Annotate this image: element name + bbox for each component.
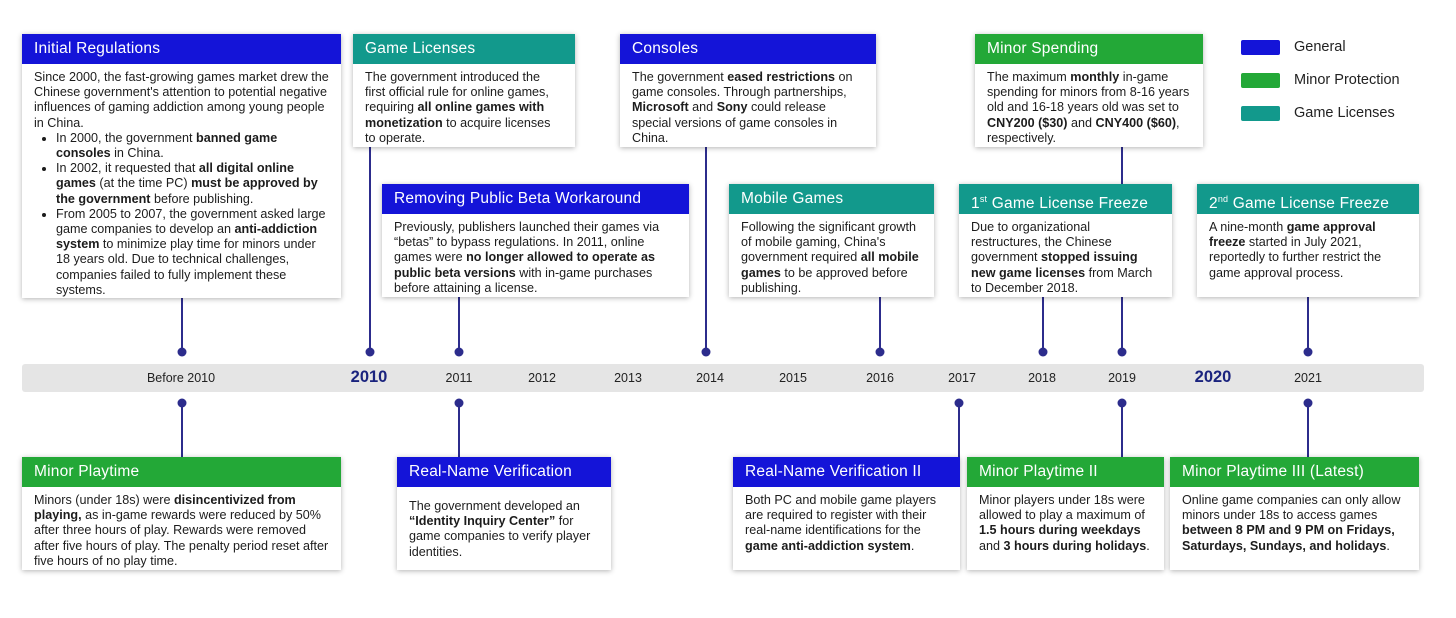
card-license-freeze-2: 2nd Game License Freeze A nine-month gam… [1197,184,1419,297]
bullet-list: In 2000, the government banned game cons… [34,131,329,298]
connector-line [181,403,183,457]
connector-line [1042,297,1044,352]
card-body: Minors (under 18s) were disincentivized … [34,493,329,568]
card-body: Following the significant growth of mobi… [741,220,919,295]
timeline-dot [1117,398,1127,408]
card-minor-playtime-2: Minor Playtime II Minor players under 18… [967,457,1164,570]
year-label-major: 2020 [1194,368,1232,386]
card-body: Both PC and mobile game players are requ… [745,493,937,553]
card-body: Online game companies can only allow min… [1182,493,1401,553]
timeline-dot [454,347,464,357]
connector-line [369,146,371,352]
connector-line [181,298,183,352]
card-minor-spending: Minor Spending The maximum monthly in-ga… [975,34,1203,147]
card-mobile-games: Mobile Games Following the significant g… [729,184,934,297]
card-body: Since 2000, the fast-growing games marke… [22,64,341,306]
card-title: Minor Playtime II [967,457,1164,487]
card-body: Due to organizational restructures, the … [971,220,1153,295]
year-label: 2017 [948,371,976,385]
legend-label: Minor Protection [1294,72,1400,88]
card-license-freeze-1: 1st Game License Freeze Due to organizat… [959,184,1172,297]
legend-swatch-minor-protection [1241,73,1280,88]
card-title: Mobile Games [729,184,934,214]
bullet-item: From 2005 to 2007, the government asked … [56,207,329,298]
card-body: The government eased restrictions on gam… [632,70,853,145]
card-title: 2nd Game License Freeze [1197,184,1419,214]
year-label: 2016 [866,371,894,385]
year-label: 2021 [1294,371,1322,385]
timeline-dot [177,347,187,357]
bullet-item: In 2002, it requested that all digital o… [56,161,329,207]
connector-line [458,403,460,457]
card-title: Initial Regulations [22,34,341,64]
card-title: Real-Name Verification [397,457,611,487]
legend-label: Game Licenses [1294,105,1395,121]
year-label: 2012 [528,371,556,385]
legend-swatch-game-licenses [1241,106,1280,121]
card-body: A nine-month game approval freeze starte… [1209,220,1382,280]
timeline-dot [1117,347,1127,357]
card-title: Minor Playtime [22,457,341,487]
card-body: Previously, publishers launched their ga… [394,220,660,295]
connector-line [958,403,960,457]
year-label: Before 2010 [146,371,216,385]
card-title: Minor Playtime III (Latest) [1170,457,1419,487]
legend-label: General [1294,39,1346,55]
card-body: The government developed an “Identity In… [409,499,591,559]
card-title: Removing Public Beta Workaround [382,184,689,214]
card-title: Minor Spending [975,34,1203,64]
card-intro: Since 2000, the fast-growing games marke… [34,70,329,130]
connector-line [1121,403,1123,457]
timeline-dot [365,347,375,357]
bullet-item: In 2000, the government banned game cons… [56,131,329,161]
connector-line [705,146,707,352]
card-title: 1st Game License Freeze [959,184,1172,214]
card-title: Game Licenses [353,34,575,64]
year-label: 2014 [696,371,724,385]
timeline-dot [875,347,885,357]
timeline-dot [1303,398,1313,408]
year-label: 2013 [614,371,642,385]
card-title: Real-Name Verification II [733,457,960,487]
connector-line [879,297,881,352]
card-real-name-verification-2: Real-Name Verification II Both PC and mo… [733,457,960,570]
timeline-dot [454,398,464,408]
card-consoles: Consoles The government eased restrictio… [620,34,876,147]
timeline-dot [701,347,711,357]
connector-line [458,297,460,352]
connector-line [1307,403,1309,457]
year-label: 2011 [445,371,473,385]
timeline-band [22,364,1424,392]
card-removing-public-beta: Removing Public Beta Workaround Previous… [382,184,689,297]
legend-swatch-general [1241,40,1280,55]
card-minor-playtime-3: Minor Playtime III (Latest) Online game … [1170,457,1419,570]
card-initial-regulations: Initial Regulations Since 2000, the fast… [22,34,341,298]
year-label: 2019 [1108,371,1136,385]
card-body: The government introduced the first offi… [365,70,551,145]
card-title: Consoles [620,34,876,64]
year-label: 2015 [779,371,807,385]
timeline-dot [1038,347,1048,357]
timeline-dot [1303,347,1313,357]
timeline-dot [954,398,964,408]
card-body: The maximum monthly in-game spending for… [987,70,1190,145]
card-game-licenses: Game Licenses The government introduced … [353,34,575,147]
timeline-dot [177,398,187,408]
year-label: 2018 [1028,371,1056,385]
card-real-name-verification: Real-Name Verification The government de… [397,457,611,570]
card-minor-playtime: Minor Playtime Minors (under 18s) were d… [22,457,341,570]
card-body: Minor players under 18s were allowed to … [979,493,1150,553]
year-label-major: 2010 [350,368,388,386]
connector-line [1307,297,1309,352]
